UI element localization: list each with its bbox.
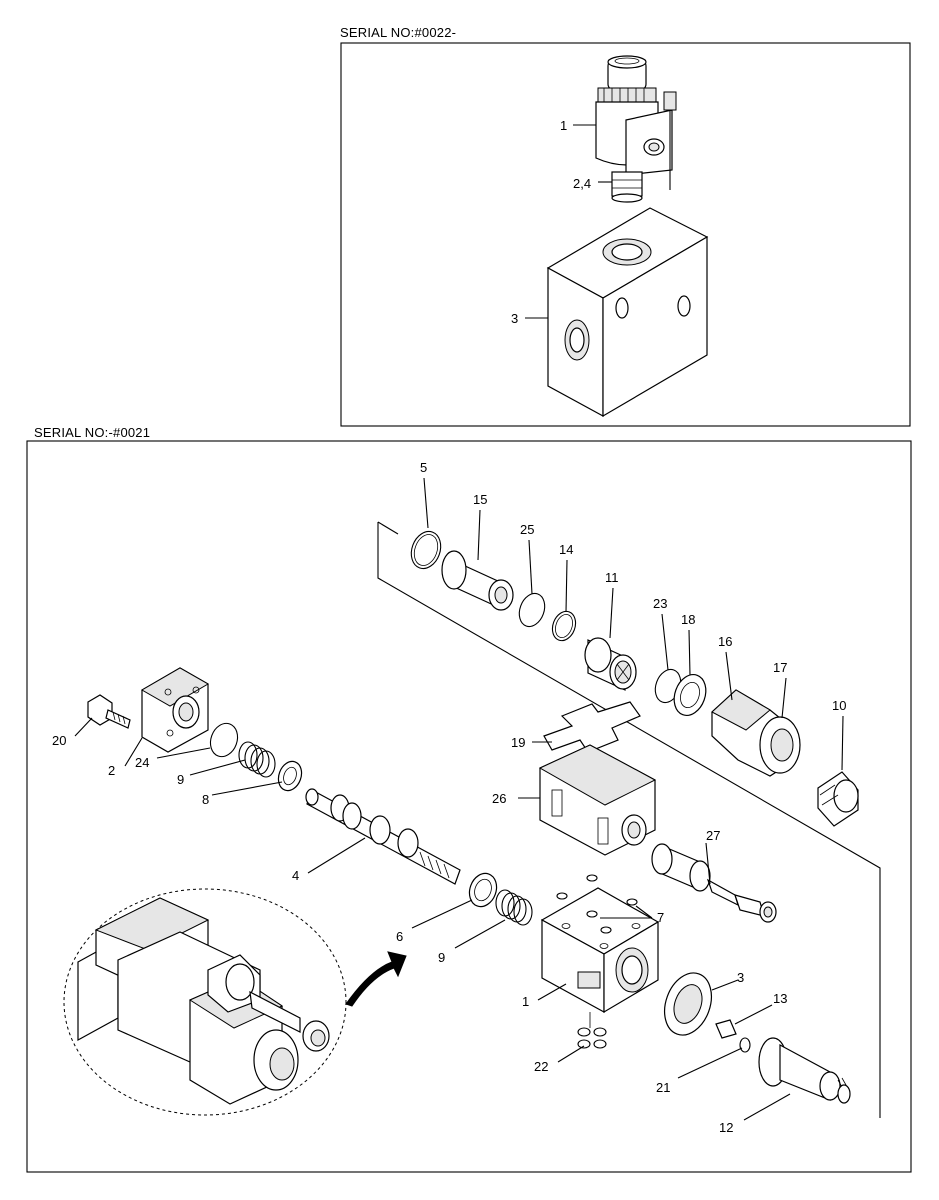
callout-7: 7: [657, 910, 664, 925]
knob-nut: [817, 771, 859, 827]
callout-1-top: 1: [560, 118, 567, 133]
tube-part: [441, 550, 514, 611]
callout-2: 2: [108, 763, 115, 778]
serial-number-title-bottom: SERIAL NO:-#0021: [34, 425, 151, 440]
spool: [305, 788, 461, 885]
callout-22: 22: [534, 1059, 548, 1074]
spring-right: [495, 889, 533, 926]
cylinder-part: [584, 637, 637, 691]
assembled-valve: [77, 897, 330, 1105]
callout-3: 3: [737, 970, 744, 985]
callout-25: 25: [520, 522, 534, 537]
plug-cartridge: [758, 1037, 851, 1104]
callout-9-right: 9: [438, 950, 445, 965]
callout-4: 4: [292, 868, 299, 883]
valve-body: [540, 874, 660, 1049]
callout-13: 13: [773, 991, 787, 1006]
callout-18: 18: [681, 612, 695, 627]
callout-8: 8: [202, 792, 209, 807]
callout-20: 20: [52, 733, 66, 748]
callout-5: 5: [420, 460, 427, 475]
gasket: [543, 701, 641, 753]
panel-bottom-frame: [26, 440, 912, 1173]
top-solenoid-valve: [595, 55, 677, 203]
callout-6: 6: [396, 929, 403, 944]
panel-top-frame: [340, 42, 911, 427]
callout-21: 21: [656, 1080, 670, 1095]
ring-14: [551, 610, 577, 642]
end-flange: [140, 667, 210, 753]
assembled-view-inset: [63, 888, 347, 1116]
serial-number-title-top: SERIAL NO:#0022-: [340, 25, 457, 40]
callout-10: 10: [832, 698, 846, 713]
snap-ring: [410, 530, 442, 570]
top-valve-block: [546, 207, 709, 418]
o-ring-24: [209, 722, 239, 758]
callout-9-left: 9: [177, 772, 184, 787]
callout-26: 26: [492, 791, 506, 806]
valve-cover: [538, 744, 657, 856]
spring-left: [238, 741, 276, 778]
callout-23: 23: [653, 596, 667, 611]
bolt: [87, 694, 131, 729]
callout-11: 11: [605, 570, 619, 585]
callout-12: 12: [719, 1120, 733, 1135]
assembly-arrow-icon: [345, 951, 407, 1007]
electrical-connector: [651, 843, 777, 923]
callout-24: 24: [135, 755, 149, 770]
callout-16: 16: [718, 634, 732, 649]
callout-19: 19: [511, 735, 525, 750]
pin: [715, 1019, 737, 1039]
callout-27: 27: [706, 828, 720, 843]
callout-14: 14: [559, 542, 573, 557]
callout-2-4-top: 2,4: [573, 176, 591, 191]
solenoid-coil: [711, 689, 801, 777]
washer: [277, 760, 303, 792]
callout-1: 1: [522, 994, 529, 1009]
callout-15: 15: [473, 492, 487, 507]
o-ring-21: [739, 1037, 751, 1053]
ring-18: [673, 674, 707, 716]
callout-3-top: 3: [511, 311, 518, 326]
o-ring-25: [518, 592, 546, 628]
callout-17: 17: [773, 660, 787, 675]
